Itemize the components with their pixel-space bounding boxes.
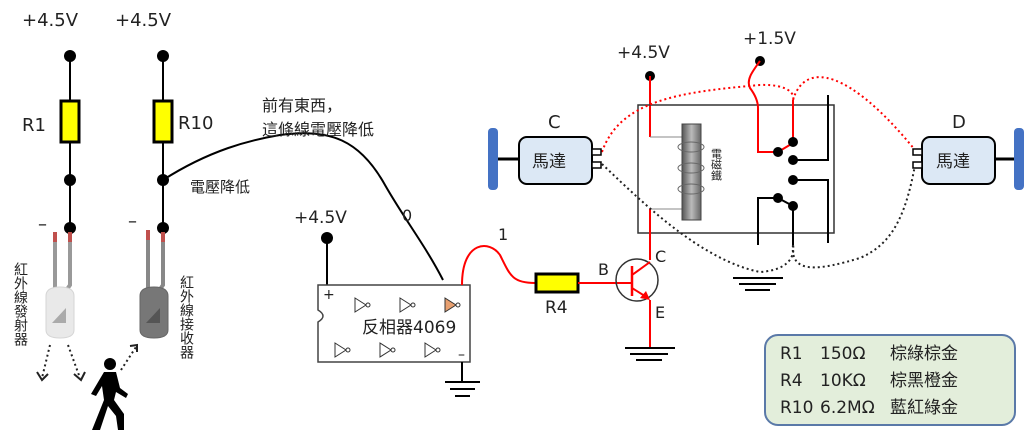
legend-id: R10 bbox=[780, 398, 814, 418]
ray-arrow-1 bbox=[41, 344, 51, 379]
emitter-label: E bbox=[655, 303, 665, 322]
legend-value: 150Ω bbox=[820, 344, 866, 364]
receiver-minus: – bbox=[128, 211, 137, 232]
r1-branch: +4.5V R1 – bbox=[22, 10, 81, 235]
ray-arrow-2 bbox=[67, 344, 81, 379]
motor-c-label: 馬達 bbox=[532, 152, 566, 172]
logic-in-label: 0 bbox=[402, 206, 412, 225]
emitter-minus: – bbox=[38, 214, 47, 235]
chip-plus: + bbox=[323, 287, 335, 303]
motor-c-id: C bbox=[548, 112, 561, 133]
supply-label-motor: +1.5V bbox=[743, 29, 796, 49]
chip-label: 反相器4069 bbox=[362, 318, 456, 338]
ir-receiver-label: 紅外線接收器 bbox=[178, 275, 194, 359]
resistor-r1 bbox=[59, 99, 81, 144]
object-note-line1: 前有東西， bbox=[262, 96, 342, 115]
resistor-legend: R1 150Ω 棕綠棕金 R4 10KΩ 棕黑橙金 R10 6.2MΩ 藍紅綠金 bbox=[764, 334, 1016, 426]
legend-row-r4: R4 10KΩ 棕黑橙金 bbox=[780, 368, 1014, 395]
logic-out-label: 1 bbox=[498, 225, 508, 244]
ray-arrow-3 bbox=[120, 346, 137, 371]
legend-id: R4 bbox=[780, 371, 803, 391]
r1-node bbox=[64, 174, 76, 186]
motor-wires bbox=[601, 76, 916, 274]
r10-branch: +4.5V R10 – 電壓降低 bbox=[115, 10, 250, 234]
motor-c: 馬達 C bbox=[488, 112, 602, 190]
sense-wire bbox=[162, 132, 444, 281]
supply-label-r10: +4.5V bbox=[115, 10, 172, 31]
legend-bands: 棕綠棕金 bbox=[890, 344, 958, 364]
base-label: B bbox=[598, 260, 609, 279]
inverter-output-wire bbox=[461, 245, 536, 286]
object-note-line2: 這條線電壓降低 bbox=[262, 120, 374, 139]
ir-rays bbox=[41, 344, 137, 379]
coil-label: 電磁鐵 bbox=[710, 148, 723, 182]
receiver-node bbox=[157, 222, 169, 234]
legend-id: R1 bbox=[780, 344, 803, 364]
ray-arrowheads bbox=[36, 343, 138, 382]
emitter-node bbox=[64, 222, 76, 234]
r4-label: R4 bbox=[545, 298, 568, 318]
r1-label: R1 bbox=[22, 115, 46, 136]
legend-bands: 藍紅綠金 bbox=[890, 398, 958, 418]
motor-c-shaft-wheel bbox=[488, 128, 498, 190]
resistor-r10 bbox=[152, 99, 174, 144]
voltage-drop-label: 電壓降低 bbox=[190, 178, 250, 196]
motor-d-label: 馬達 bbox=[936, 152, 970, 172]
motor-d: 馬達 D bbox=[912, 112, 1024, 190]
motor-d-shaft-wheel bbox=[1014, 128, 1024, 190]
npn-transistor: B C E bbox=[598, 247, 675, 361]
chip-minus: – bbox=[458, 347, 465, 363]
legend-row-r10: R10 6.2MΩ 藍紅綠金 bbox=[780, 395, 1014, 422]
supply-label-inverter: +4.5V bbox=[294, 208, 347, 228]
inverter-4069: +4.5V + – 反相器4069 bbox=[294, 208, 480, 397]
legend-value: 10KΩ bbox=[820, 371, 866, 391]
collector-label: C bbox=[655, 247, 666, 266]
walking-person-icon bbox=[91, 358, 128, 430]
ir-emitter: 紅外線發射器 bbox=[12, 232, 75, 346]
supply-label-r1: +4.5V bbox=[22, 10, 79, 31]
ir-receiver: 紅外線接收器 bbox=[139, 230, 194, 359]
resistor-r4 bbox=[534, 272, 580, 294]
supply-label-coil: +4.5V bbox=[617, 43, 670, 63]
motor-d-id: D bbox=[952, 112, 966, 133]
ir-emitter-label: 紅外線發射器 bbox=[12, 262, 28, 346]
legend-row-r1: R1 150Ω 棕綠棕金 bbox=[780, 341, 1014, 368]
legend-bands: 棕黑橙金 bbox=[890, 371, 958, 391]
active-gate bbox=[444, 297, 457, 313]
relay: +4.5V 電磁鐵 +1.5V bbox=[617, 29, 835, 291]
r10-label: R10 bbox=[178, 113, 213, 134]
legend-value: 6.2MΩ bbox=[820, 398, 875, 418]
relay-box bbox=[637, 104, 835, 234]
